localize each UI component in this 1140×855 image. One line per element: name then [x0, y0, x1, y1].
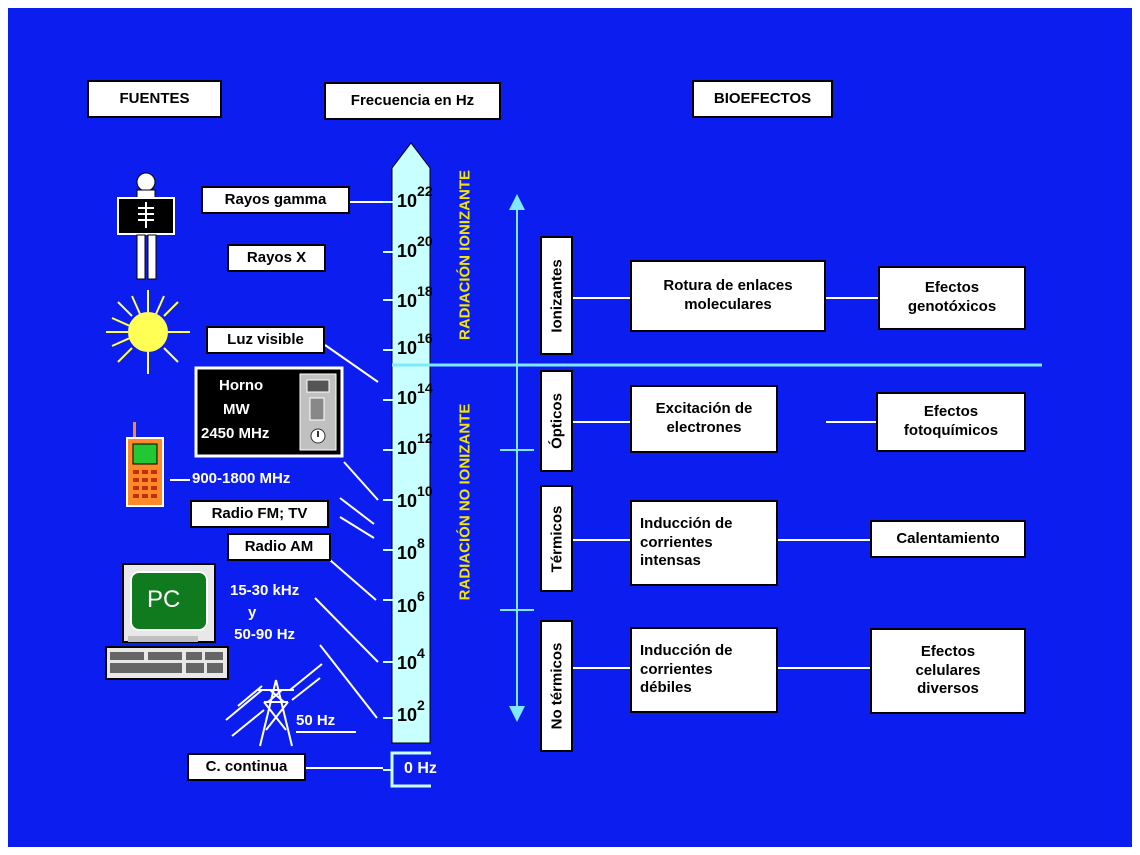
effect-connectors — [573, 297, 878, 669]
source-xrays: Rayos X — [227, 244, 326, 272]
header-fuentes: FUENTES — [87, 80, 222, 118]
source-oven-label: Horno MW 2450 MHz — [201, 374, 269, 446]
frequency-scale-bar — [391, 142, 431, 744]
header-frecuencia: Frecuencia en Hz — [324, 82, 501, 120]
freq-1e12: 1012 — [397, 430, 433, 458]
oven-line-3: 2450 MHz — [201, 425, 270, 442]
category-ionizantes-label: Ionizantes — [548, 258, 565, 333]
result-genotoxic: Efectos genotóxicos — [878, 266, 1026, 330]
source-power-line: 50 Hz — [296, 712, 336, 729]
sun-icon — [106, 290, 190, 374]
mechanism-strong-currents: Inducción de corrientes intensas — [630, 500, 778, 586]
freq-1e22: 1022 — [397, 183, 433, 211]
result-cellular: Efectos celulares diversos — [870, 628, 1026, 714]
source-connectors — [170, 201, 383, 769]
pc-line-3: 50-90 Hz — [234, 626, 296, 643]
freq-1e10: 1010 — [397, 483, 433, 511]
microwave-oven-icon — [194, 366, 344, 458]
freq-1e18: 1018 — [397, 283, 433, 311]
freq-1e14: 1014 — [397, 380, 433, 408]
category-termicos: Térmicos — [540, 485, 573, 592]
pc-line-2: y — [248, 604, 257, 621]
source-pc-label: 15-30 kHz y 50-90 Hz — [230, 580, 299, 646]
pc-screen-text: PC — [147, 586, 181, 613]
mobile-phone-icon — [126, 422, 164, 507]
computer-icon — [105, 563, 229, 680]
category-no-termicos: No térmicos — [540, 620, 573, 752]
category-termicos-label: Térmicos — [548, 505, 565, 572]
freq-1e16: 1016 — [397, 330, 433, 358]
source-radio-am: Radio AM — [227, 533, 331, 561]
freq-1e6: 106 — [397, 588, 425, 616]
mechanism-bond-breaking: Rotura de enlaces moleculares — [630, 260, 826, 332]
source-gamma-rays: Rayos gamma — [201, 186, 350, 214]
category-opticos-label: Ópticos — [548, 393, 565, 449]
axis-ticks — [500, 449, 534, 611]
nonionizing-radiation-label: RADIACIÓN NO IONIZANTE — [456, 403, 474, 601]
category-opticos: Ópticos — [540, 370, 573, 472]
power-tower-icon — [225, 663, 323, 747]
header-bioefectos: BIOEFECTOS — [692, 80, 833, 118]
ionizing-radiation-label: RADIACIÓN IONIZANTE — [456, 170, 474, 340]
axis-arrow-down — [509, 706, 525, 722]
axis-arrow-up — [509, 194, 525, 210]
source-radio-fm-tv: Radio FM; TV — [190, 500, 329, 528]
oven-line-2: MW — [223, 401, 250, 418]
source-visible-light: Luz visible — [206, 326, 325, 354]
source-mobile: 900-1800 MHz — [192, 470, 291, 487]
oven-line-1: Horno — [219, 377, 264, 394]
result-photochemical: Efectos fotoquímicos — [876, 392, 1026, 452]
category-ionizantes: Ionizantes — [540, 236, 573, 355]
freq-1e20: 1020 — [397, 233, 433, 261]
result-heating: Calentamiento — [870, 520, 1026, 558]
mechanism-weak-currents: Inducción de corrientes débiles — [630, 627, 778, 713]
scale-ticks — [383, 201, 393, 771]
category-no-termicos-label: No térmicos — [548, 642, 565, 730]
freq-1e8: 108 — [397, 535, 425, 563]
freq-1e2: 102 — [397, 697, 425, 725]
freq-zero: 0 Hz — [404, 760, 437, 777]
xray-person-icon — [117, 172, 175, 280]
pc-line-1: 15-30 kHz — [230, 582, 300, 599]
mechanism-electron-excitation: Excitación de electrones — [630, 385, 778, 453]
freq-1e4: 104 — [397, 645, 425, 673]
source-direct-current: C. continua — [187, 753, 306, 781]
